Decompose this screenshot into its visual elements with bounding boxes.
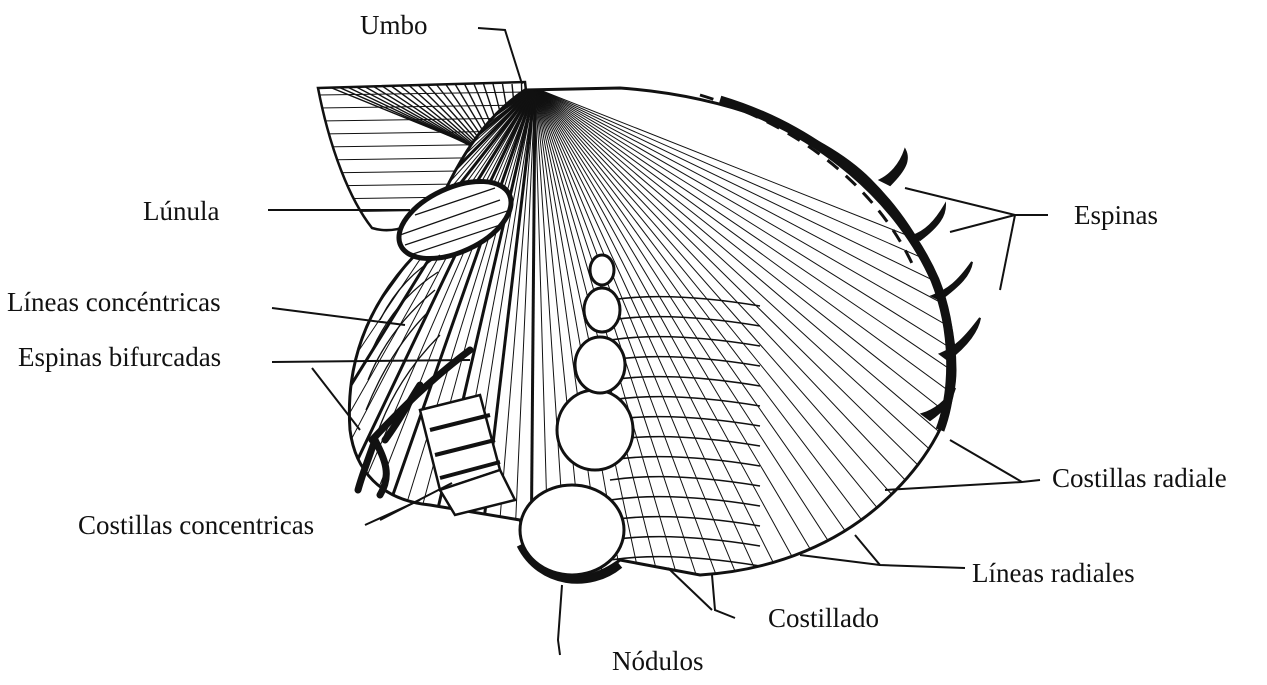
leader-espinas-b: [950, 215, 1015, 232]
leader-umbo: [478, 28, 522, 84]
leader-espinas-a: [905, 188, 1048, 215]
label-costillado: Costillado: [768, 605, 879, 632]
label-costillas-concentricas: Costillas concentricas: [78, 512, 314, 539]
leader-lineas-radiales-b: [800, 555, 880, 565]
label-lineas-radiales: Líneas radiales: [972, 560, 1135, 587]
leader-costillas-radiales-b: [885, 482, 1022, 490]
label-costillas-radiales: Costillas radiale: [1052, 465, 1227, 492]
label-lineas-concentricas: Líneas concéntricas: [7, 289, 221, 316]
label-lunula: Lúnula: [143, 198, 219, 225]
leader-costillado-a: [712, 575, 735, 618]
leader-costillas-radiales-a: [950, 440, 1040, 482]
label-umbo: Umbo: [360, 12, 428, 39]
label-nodulos: Nódulos: [612, 648, 704, 675]
label-espinas-bifurcadas: Espinas bifurcadas: [18, 344, 221, 371]
leader-nodulos: [558, 585, 562, 655]
label-espinas: Espinas: [1074, 202, 1158, 229]
leader-espinas-c: [1000, 215, 1015, 290]
